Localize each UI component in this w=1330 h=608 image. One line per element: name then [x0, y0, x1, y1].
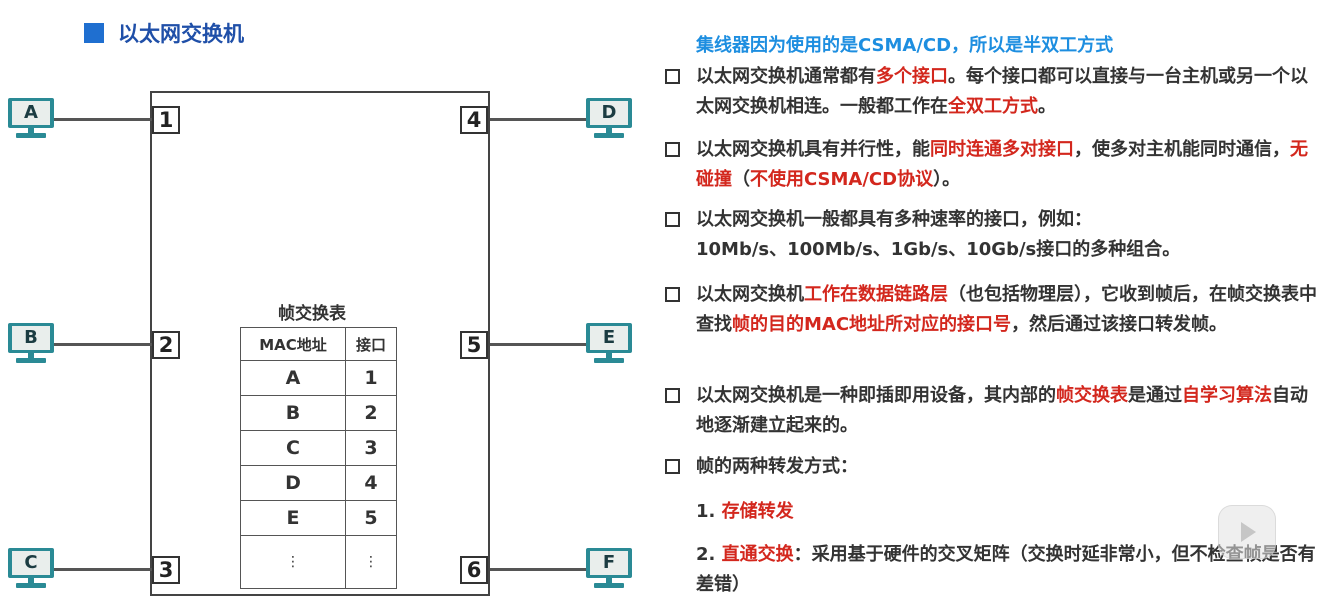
b4-text-2: （也包括物理层），它收到帧后，在帧交换表中查找	[696, 284, 1317, 335]
host-c-computer-icon: C	[8, 548, 54, 594]
table-cell-port-ellipsis: ⋮	[345, 535, 397, 589]
header-mac: MAC地址	[240, 327, 346, 361]
checkbox-square-icon	[665, 388, 680, 403]
host-a-computer-icon: A	[8, 98, 54, 144]
table-cell-mac: C	[240, 430, 346, 466]
b4-highlight-1: 工作在数据链路层	[804, 284, 948, 305]
table-row: D 4	[240, 465, 397, 501]
b2-text-2: ，使多对主机能同时通信，	[1074, 139, 1290, 160]
wire-e	[490, 343, 588, 346]
method-1-name: 存储转发	[721, 501, 794, 522]
method-2-description: ：采用基于硬件的交叉矩阵（交换时延非常小，但不检查帧是否有差错）	[696, 544, 1316, 595]
table-cell-mac: A	[240, 360, 346, 396]
b1-text-2: 。每个接口都可以直接与一台主机或另一个以太网交换机相连。一般都工作在	[696, 66, 1308, 117]
host-b-label: B	[12, 326, 50, 350]
hub-note-header: 集线器因为使用的是CSMA/CD，所以是半双工方式	[696, 35, 1114, 56]
table-cell-port: 1	[345, 360, 397, 396]
b2-text-3: （	[732, 169, 750, 190]
b5-highlight-1: 帧交换表	[1056, 385, 1128, 406]
table-cell-mac-ellipsis: ⋮	[240, 535, 346, 589]
host-d-label: D	[590, 101, 628, 125]
wire-b	[52, 343, 152, 346]
b2-text-4: ）。	[933, 169, 961, 190]
b2-highlight-3: 不使用CSMA/CD协议	[750, 169, 934, 190]
b5-text-1: 以太网交换机是一种即插即用设备，其内部的	[696, 385, 1056, 406]
table-row: ⋮ ⋮	[240, 535, 397, 589]
host-a-label: A	[12, 101, 50, 125]
b6-text: 帧的两种转发方式：	[696, 456, 858, 477]
port-1: 1	[152, 106, 180, 134]
b1-highlight-2: 全双工方式	[948, 96, 1038, 117]
wire-c	[52, 568, 152, 571]
bullet-4: 以太网交换机工作在数据链路层（也包括物理层），它收到帧后，在帧交换表中查找帧的目…	[665, 280, 1325, 340]
port-4: 4	[460, 106, 488, 134]
b5-highlight-2: 自学习算法	[1182, 385, 1272, 406]
checkbox-square-icon	[665, 459, 680, 474]
b4-highlight-2: 帧的目的MAC地址所对应的接口号	[732, 314, 1012, 335]
title-square-icon	[84, 23, 104, 43]
slide-title-text: 以太网交换机	[118, 22, 244, 46]
b3-line-1: 以太网交换机一般都具有多种速率的接口，例如：	[696, 209, 1092, 230]
port-3: 3	[152, 556, 180, 584]
b2-highlight-2: 无碰撞	[696, 139, 1308, 190]
video-play-badge[interactable]	[1218, 505, 1276, 559]
notes-panel: 集线器因为使用的是CSMA/CD，所以是半双工方式 以太网交换机通常都有多个接口…	[660, 0, 1328, 608]
bullet-6: 帧的两种转发方式：	[665, 452, 1325, 482]
forwarding-method-2: 2. 直通交换：采用基于硬件的交叉矩阵（交换时延非常小，但不检查帧是否有差错）	[696, 540, 1316, 600]
table-row: C 3	[240, 430, 397, 466]
b1-text-1: 以太网交换机通常都有	[696, 66, 876, 87]
slide-title: 以太网交换机	[84, 18, 244, 48]
table-cell-mac: E	[240, 500, 346, 536]
wire-f	[490, 568, 588, 571]
port-5: 5	[460, 331, 488, 359]
host-c-label: C	[12, 551, 50, 575]
table-cell-port: 4	[345, 465, 397, 501]
b2-highlight-1: 同时连通多对接口	[930, 139, 1074, 160]
b2-text-1: 以太网交换机具有并行性，能	[696, 139, 930, 160]
bullet-1: 以太网交换机通常都有多个接口。每个接口都可以直接与一台主机或另一个以太网交换机相…	[665, 62, 1325, 122]
table-row: B 2	[240, 395, 397, 431]
port-6: 6	[460, 556, 488, 584]
b4-text-3: ，然后通过该接口转发帧。	[1011, 314, 1228, 335]
table-cell-port: 2	[345, 395, 397, 431]
b1-text-3: 。	[1038, 96, 1056, 117]
wire-d	[490, 118, 588, 121]
checkbox-square-icon	[665, 212, 680, 227]
forwarding-method-1: 1. 存储转发	[696, 497, 1316, 527]
b5-text-3: 自动地逐渐建立起来的。	[696, 385, 1308, 436]
b4-text-1: 以太网交换机	[696, 284, 804, 305]
table-caption: 帧交换表	[278, 304, 346, 324]
table-cell-port: 5	[345, 500, 397, 536]
b3-line-2: 10Mb/s、100Mb/s、1Gb/s、10Gb/s接口的多种组合。	[696, 239, 1181, 260]
host-f-label: F	[590, 551, 628, 575]
host-b-computer-icon: B	[8, 323, 54, 369]
bullet-2: 以太网交换机具有并行性，能同时连通多对接口，使多对主机能同时通信，无碰撞（不使用…	[665, 135, 1325, 195]
bullet-5: 以太网交换机是一种即插即用设备，其内部的帧交换表是通过自学习算法自动地逐渐建立起…	[665, 381, 1325, 441]
checkbox-square-icon	[665, 287, 680, 302]
table-cell-mac: D	[240, 465, 346, 501]
table-header-row: MAC地址 接口	[240, 327, 397, 361]
table-row: A 1	[240, 360, 397, 396]
b5-text-2: 是通过	[1128, 385, 1182, 406]
wire-a	[52, 118, 152, 121]
method-1-number: 1.	[696, 501, 722, 522]
checkbox-square-icon	[665, 69, 680, 84]
host-e-computer-icon: E	[586, 323, 632, 369]
port-2: 2	[152, 331, 180, 359]
frame-exchange-table: MAC地址 接口 A 1 B 2 C 3 D 4 E 5 ⋮ ⋮	[240, 327, 397, 589]
table-row: E 5	[240, 500, 397, 536]
bullet-3: 以太网交换机一般都具有多种速率的接口，例如： 10Mb/s、100Mb/s、1Gb…	[665, 205, 1325, 265]
b1-highlight-1: 多个接口	[876, 66, 948, 87]
host-d-computer-icon: D	[586, 98, 632, 144]
play-icon	[1241, 522, 1256, 542]
host-e-label: E	[590, 326, 628, 350]
table-cell-mac: B	[240, 395, 346, 431]
checkbox-square-icon	[665, 142, 680, 157]
header-port: 接口	[345, 327, 397, 361]
method-2-name: 直通交换	[721, 544, 794, 565]
table-cell-port: 3	[345, 430, 397, 466]
switch-diagram: 1 2 3 4 5 6 A B C D E F 帧交换表 MAC地址 接口 A …	[0, 0, 650, 608]
method-2-number: 2.	[696, 544, 722, 565]
host-f-computer-icon: F	[586, 548, 632, 594]
